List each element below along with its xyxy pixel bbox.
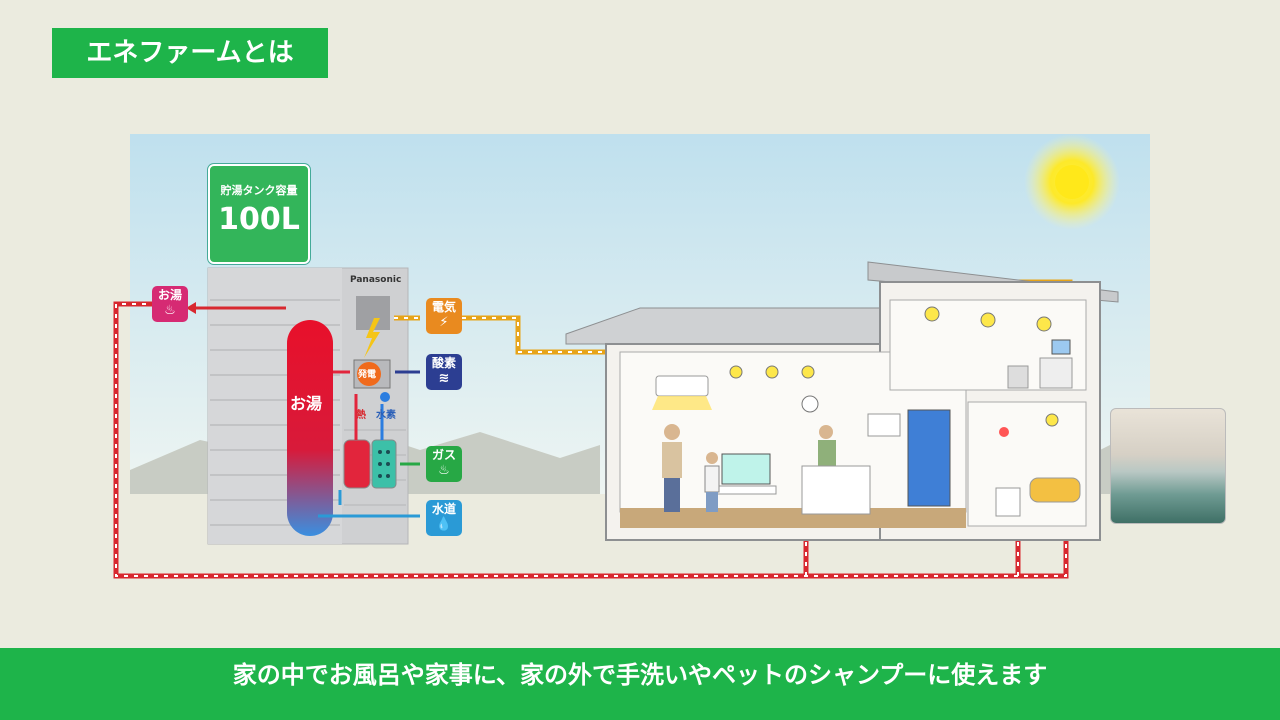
plug-icon: ⚡ xyxy=(439,315,449,330)
heat-label: 熱 xyxy=(356,410,366,421)
flame-icon: ♨ xyxy=(438,463,450,478)
brand-label: Panasonic xyxy=(350,275,402,285)
tag-oxygen: 酸素 ≋ xyxy=(426,354,462,390)
tag-electricity: 電気 ⚡ xyxy=(426,298,462,334)
tag-electricity-label: 電気 xyxy=(431,300,456,314)
tank-capacity-label: 貯湯タンク容量 xyxy=(220,184,298,197)
caption-text: 家の中でお風呂や家事に、家の外で手洗いやペットのシャンプーに使えます xyxy=(232,661,1048,689)
house xyxy=(565,261,1119,541)
tag-hot-water-label: お湯 xyxy=(157,288,182,302)
power-burst-icon xyxy=(357,362,381,386)
tank-capacity-badge: 貯湯タンク容量 100L xyxy=(208,164,310,264)
generation-label: 発電 xyxy=(358,370,377,380)
hydrogen-label: 水素 xyxy=(376,410,396,421)
tank-label: お湯 xyxy=(290,394,323,413)
page-title: エネファームとは xyxy=(52,28,328,78)
enefarm-unit xyxy=(207,267,420,545)
tag-water-label: 水道 xyxy=(431,502,456,516)
caption-bar: 家の中でお風呂や家事に、家の外で手洗いやペットのシャンプーに使えます xyxy=(0,648,1280,720)
faucet-icon: 💧 xyxy=(435,517,453,532)
faucet-photo xyxy=(1110,408,1226,524)
steam-icon: ♨ xyxy=(164,303,176,318)
hot-water-tank xyxy=(287,320,333,536)
lightning-icon xyxy=(364,318,380,358)
tag-water: 水道 💧 xyxy=(426,500,462,536)
tag-gas-label: ガス xyxy=(431,448,456,462)
tag-oxygen-label: 酸素 xyxy=(431,356,456,370)
wind-icon: ≋ xyxy=(438,371,450,386)
tag-gas: ガス ♨ xyxy=(426,446,462,482)
tag-hot-water: お湯 ♨ xyxy=(152,286,188,322)
tank-capacity-value: 100L xyxy=(218,202,300,237)
